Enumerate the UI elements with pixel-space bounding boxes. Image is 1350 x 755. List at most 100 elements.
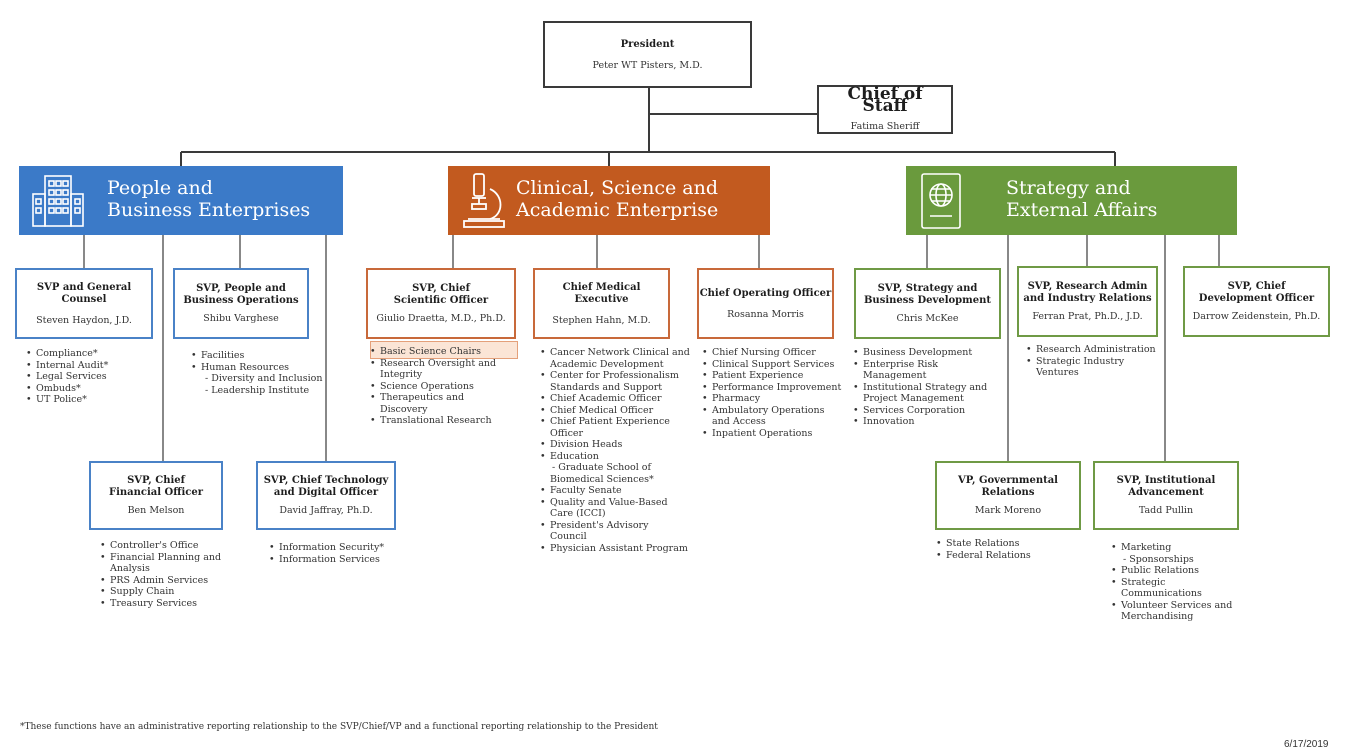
vp-gov-title-line1: VP, Governmental <box>958 475 1058 486</box>
people-ops-functions: Facilities Human Resources - Diversity a… <box>187 350 323 396</box>
list-item: Compliance* <box>26 348 108 360</box>
svp-research-title-line2: and Industry Relations <box>1023 293 1152 304</box>
list-item: Information Security* <box>269 542 384 554</box>
list-item-continuation: Officer <box>550 427 584 439</box>
list-item-continuation: Integrity <box>380 369 423 380</box>
list-item: Strategic <box>1111 577 1232 589</box>
svp-research-title-line1: SVP, Research Admin <box>1027 281 1148 292</box>
svp-cto-title-line2: and Digital Officer <box>273 487 379 498</box>
svp-cso-title-line1: SVP, Chief <box>412 283 470 294</box>
list-item: Federal Relations <box>936 550 1031 562</box>
svp-inst-adv-title-line1: SVP, Institutional <box>1116 475 1216 486</box>
clinical-science-academic-header: Clinical, Science and Academic Enterpris… <box>448 166 770 235</box>
footnote: *These functions have an administrative … <box>20 722 658 732</box>
list-item: PRS Admin Services <box>100 575 221 587</box>
people-business-enterprises-header: People and Business Enterprises <box>19 166 343 235</box>
vp-gov-title-line2: Relations <box>981 487 1035 498</box>
list-item: Division Heads <box>540 439 690 451</box>
list-item: Cancer Network Clinical and <box>540 347 690 359</box>
list-item: Enterprise Risk <box>853 359 987 371</box>
svp-cto-name: David Jaffray, Ph.D. <box>279 505 373 516</box>
chief-medical-executive-name: Stephen Hahn, M.D. <box>552 314 651 326</box>
list-item: Physician Assistant Program <box>540 543 690 555</box>
svp-institutional-advancement-box: SVP, Institutional Advancement Tadd Pull… <box>1093 461 1239 530</box>
svp-cdo-title-line1: SVP, Chief <box>1227 281 1286 292</box>
list-item: Research Oversight and <box>370 358 496 370</box>
cso-functions: Basic Science Chairs Research Oversight … <box>366 346 496 427</box>
svp-cfo-box: SVP, Chief Financial Officer Ben Melson <box>89 461 223 530</box>
list-item: Inpatient Operations <box>702 428 841 440</box>
list-item: Facilities <box>191 350 323 362</box>
list-item: Public Relations <box>1111 565 1232 577</box>
list-subitem: - Sponsorships <box>1123 553 1194 565</box>
svp-cto-title-line1: SVP, Chief Technology <box>263 475 389 486</box>
svp-strategy-title-line2: Business Development <box>863 295 992 306</box>
svp-general-counsel-title: SVP and General Counsel <box>36 281 132 305</box>
svp-general-counsel-box: SVP and General Counsel Steven Haydon, J… <box>15 268 153 339</box>
coo-name: Rosanna Morris <box>727 308 804 320</box>
chief-medical-executive-box: Chief Medical Executive Stephen Hahn, M.… <box>533 268 670 339</box>
list-item-continuation: Discovery <box>380 403 428 415</box>
svp-research-admin-box: SVP, Research Admin and Industry Relatio… <box>1017 266 1158 337</box>
list-item: Controller's Office <box>100 540 221 552</box>
svp-cdo-name: Darrow Zeidenstein, Ph.D. <box>1192 311 1321 322</box>
list-item: Faculty Senate <box>540 485 690 497</box>
coo-title: Chief Operating Officer <box>699 287 832 299</box>
people-header-line2: Business Enterprises <box>107 199 311 221</box>
list-item: Education <box>540 451 690 463</box>
list-item: Chief Medical Officer <box>540 405 690 417</box>
list-item: Volunteer Services and <box>1111 600 1232 612</box>
list-item: Translational Research <box>370 415 496 427</box>
list-item-continuation: Biomedical Sciences* <box>550 473 654 485</box>
svp-cso-box: SVP, Chief Scientific Officer Giulio Dra… <box>366 268 516 339</box>
cfo-functions: Controller's Office Financial Planning a… <box>96 540 221 609</box>
list-item-continuation: Academic Development <box>550 358 664 370</box>
list-item: Innovation <box>853 416 987 428</box>
list-item-continuation: Analysis <box>110 563 150 574</box>
microscope-icon <box>463 173 505 228</box>
list-item: Ombuds* <box>26 383 108 395</box>
clinical-header-line2: Academic Enterprise <box>516 199 719 221</box>
governmental-relations-functions: State Relations Federal Relations <box>932 538 1031 561</box>
list-item: Internal Audit* <box>26 360 108 372</box>
list-item: Performance Improvement <box>702 382 841 394</box>
president-name: Peter WT Pisters, M.D. <box>592 59 703 71</box>
chief-medical-executive-functions: Cancer Network Clinical and Academic Dev… <box>536 347 690 554</box>
president-box: President Peter WT Pisters, M.D. <box>543 21 752 88</box>
svp-people-name: Shibu Varghese <box>203 313 279 324</box>
list-item: Science Operations <box>370 381 496 393</box>
globe-document-icon <box>921 173 961 229</box>
strategy-header-line1: Strategy and <box>1006 177 1131 199</box>
building-icon <box>32 175 84 227</box>
list-item-continuation: Standards and Support <box>550 381 663 393</box>
coo-functions: Chief Nursing Officer Clinical Support S… <box>698 347 841 439</box>
list-item: Quality and Value-Based <box>540 497 690 509</box>
list-item: Treasury Services <box>100 598 221 610</box>
svp-people-title-line1: SVP, People and <box>196 283 286 294</box>
list-item: Chief Academic Officer <box>540 393 690 405</box>
list-subitem: - Leadership Institute <box>205 384 310 396</box>
chief-of-staff-name: Fatima Sheriff <box>850 120 920 132</box>
list-item-continuation: Management <box>863 370 927 381</box>
list-item: UT Police* <box>26 394 108 406</box>
list-item: Services Corporation <box>853 405 987 417</box>
strategy-functions: Business Development Enterprise Risk Man… <box>849 347 987 428</box>
cto-functions: Information Security* Information Servic… <box>265 542 384 565</box>
list-item: Center for Professionalism <box>540 370 690 382</box>
list-item: Information Services <box>269 554 384 566</box>
list-item: Chief Nursing Officer <box>702 347 841 359</box>
vp-governmental-relations-box: VP, Governmental Relations Mark Moreno <box>935 461 1081 530</box>
clinical-header-line1: Clinical, Science and <box>516 177 718 199</box>
svp-people-title-line2: Business Operations <box>183 295 299 306</box>
list-item-continuation: Project Management <box>863 393 964 404</box>
list-item-basic-science-chairs[interactable]: Basic Science Chairs <box>370 346 496 358</box>
svp-strategy-title-line1: SVP, Strategy and <box>877 283 978 294</box>
list-item: Chief Patient Experience <box>540 416 690 428</box>
svp-inst-adv-title-line2: Advancement <box>1128 487 1204 498</box>
list-item-continuation: Council <box>550 531 587 542</box>
chief-of-staff-box: Chief of Staff Fatima Sheriff <box>817 85 953 134</box>
list-item: Pharmacy <box>702 393 841 405</box>
list-item: Financial Planning and <box>100 552 221 564</box>
chief-of-staff-title: Chief of Staff <box>847 83 923 116</box>
